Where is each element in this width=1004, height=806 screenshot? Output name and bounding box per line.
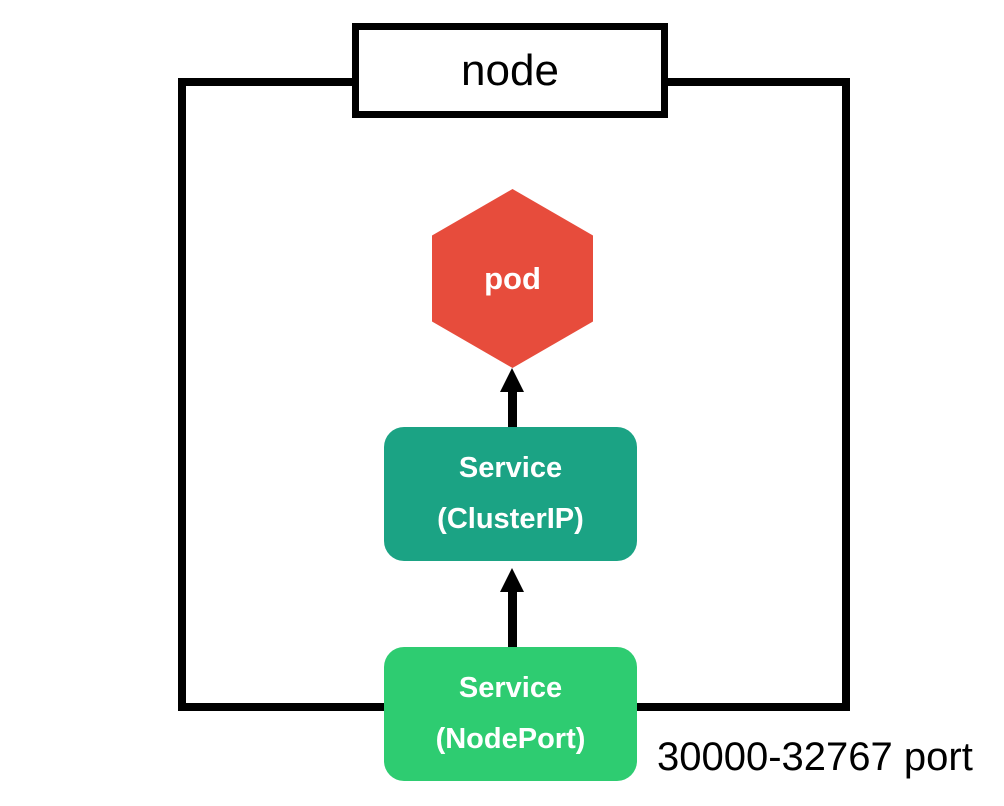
service-nodeport-line2: (NodePort) (435, 723, 586, 755)
node-label-box: node (352, 23, 668, 118)
service-nodeport-line1: Service (458, 672, 563, 704)
pod-label: pod (484, 260, 541, 296)
arrow-nodeport-to-clusterip-head (500, 568, 524, 592)
node-label: node (461, 45, 559, 95)
port-range-label: 30000-32767 port (657, 735, 973, 779)
arrow-clusterip-to-pod-shaft (508, 388, 517, 430)
arrow-nodeport-to-clusterip-shaft (508, 588, 517, 648)
service-nodeport-box: Service (NodePort) (384, 647, 637, 781)
service-clusterip-box: Service (ClusterIP) (384, 427, 637, 561)
arrow-clusterip-to-pod-head (500, 368, 524, 392)
service-clusterip-line2: (ClusterIP) (437, 503, 584, 535)
service-clusterip-line1: Service (458, 452, 563, 484)
